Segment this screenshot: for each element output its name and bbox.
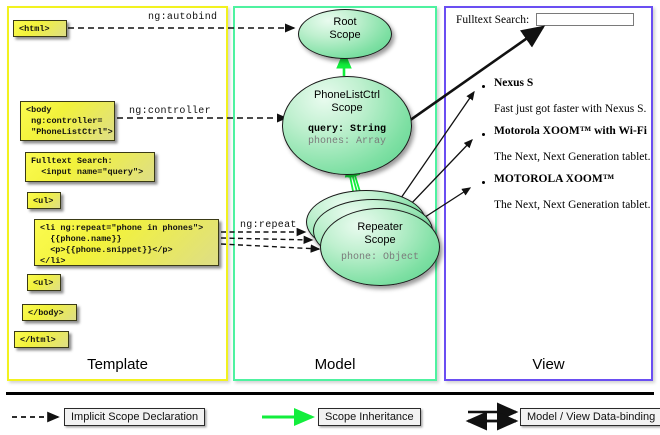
column-label-model: Model	[314, 356, 356, 373]
template-box-li-repeat: <li ng:repeat="phone in phones"> {{phone…	[34, 219, 219, 266]
template-box-html-open: <html>	[13, 20, 67, 37]
root-scope: Root Scope	[298, 9, 392, 59]
view-item-name-1: Motorola XOOM™ with Wi-Fi	[494, 125, 648, 137]
template-box-html-close: </html>	[14, 331, 69, 348]
root-scope-title-line2: Scope	[329, 28, 361, 41]
legend-scope-inheritance: Scope Inheritance	[318, 408, 421, 426]
view-item-snippet-1: The Next, Next Generation tablet.	[494, 151, 651, 163]
view-item-name-2: MOTOROLA XOOM™	[494, 173, 615, 185]
connector-label-ng-controller: ng:controller	[129, 106, 211, 117]
view-search-label: Fulltext Search:	[456, 14, 530, 26]
repeater-scope-title-line1: Repeater	[357, 221, 403, 233]
view-item-snippet-2: The Next, Next Generation tablet.	[494, 199, 651, 211]
view-bullet-1	[482, 133, 485, 136]
repeater-scope-title-line2: Scope	[364, 233, 396, 246]
connector-label-ng-autobind: ng:autobind	[148, 12, 218, 23]
legend-data-binding: Model / View Data-binding	[520, 408, 660, 426]
phonelistctrl-scope-title-line2: Scope	[331, 101, 363, 114]
view-item-name-0: Nexus S	[494, 77, 534, 89]
phonelistctrl-scope-prop-query: query: String	[307, 123, 386, 135]
view-search-input[interactable]	[536, 13, 634, 26]
phonelistctrl-scope: PhoneListCtrl Scope query: String phones…	[282, 76, 412, 175]
root-scope-title-line1: Root	[333, 16, 357, 28]
view-item-snippet-0: Fast just got faster with Nexus S.	[494, 103, 647, 115]
view-rendered-output: Fulltext Search: Nexus S Fast just got f…	[452, 13, 650, 314]
template-box-body: <body ng:controller= "PhoneListCtrl">	[20, 101, 115, 141]
template-box-fulltext-search: Fulltext Search: <input name="query">	[25, 152, 155, 182]
legend-separator	[6, 392, 654, 395]
view-bullet-0	[482, 85, 485, 88]
view-bullet-2	[482, 181, 485, 184]
template-box-body-close: </body>	[22, 304, 77, 321]
repeater-scope-prop-phone: phone: Object	[340, 251, 419, 263]
column-label-template: Template	[87, 356, 148, 373]
phonelistctrl-scope-prop-phones: phones: Array	[307, 135, 386, 147]
legend-arrow-double	[465, 402, 519, 431]
template-box-ul-open: <ul>	[27, 192, 61, 209]
repeater-scope: Repeater Scope phone: Object	[320, 208, 440, 286]
legend-implicit-scope: Implicit Scope Declaration	[64, 408, 206, 426]
connector-label-ng-repeat: ng:repeat	[240, 220, 297, 231]
phonelistctrl-scope-title-line1: PhoneListCtrl	[313, 89, 381, 101]
template-box-ul-close: <ul>	[27, 274, 61, 291]
column-label-view: View	[532, 356, 565, 373]
